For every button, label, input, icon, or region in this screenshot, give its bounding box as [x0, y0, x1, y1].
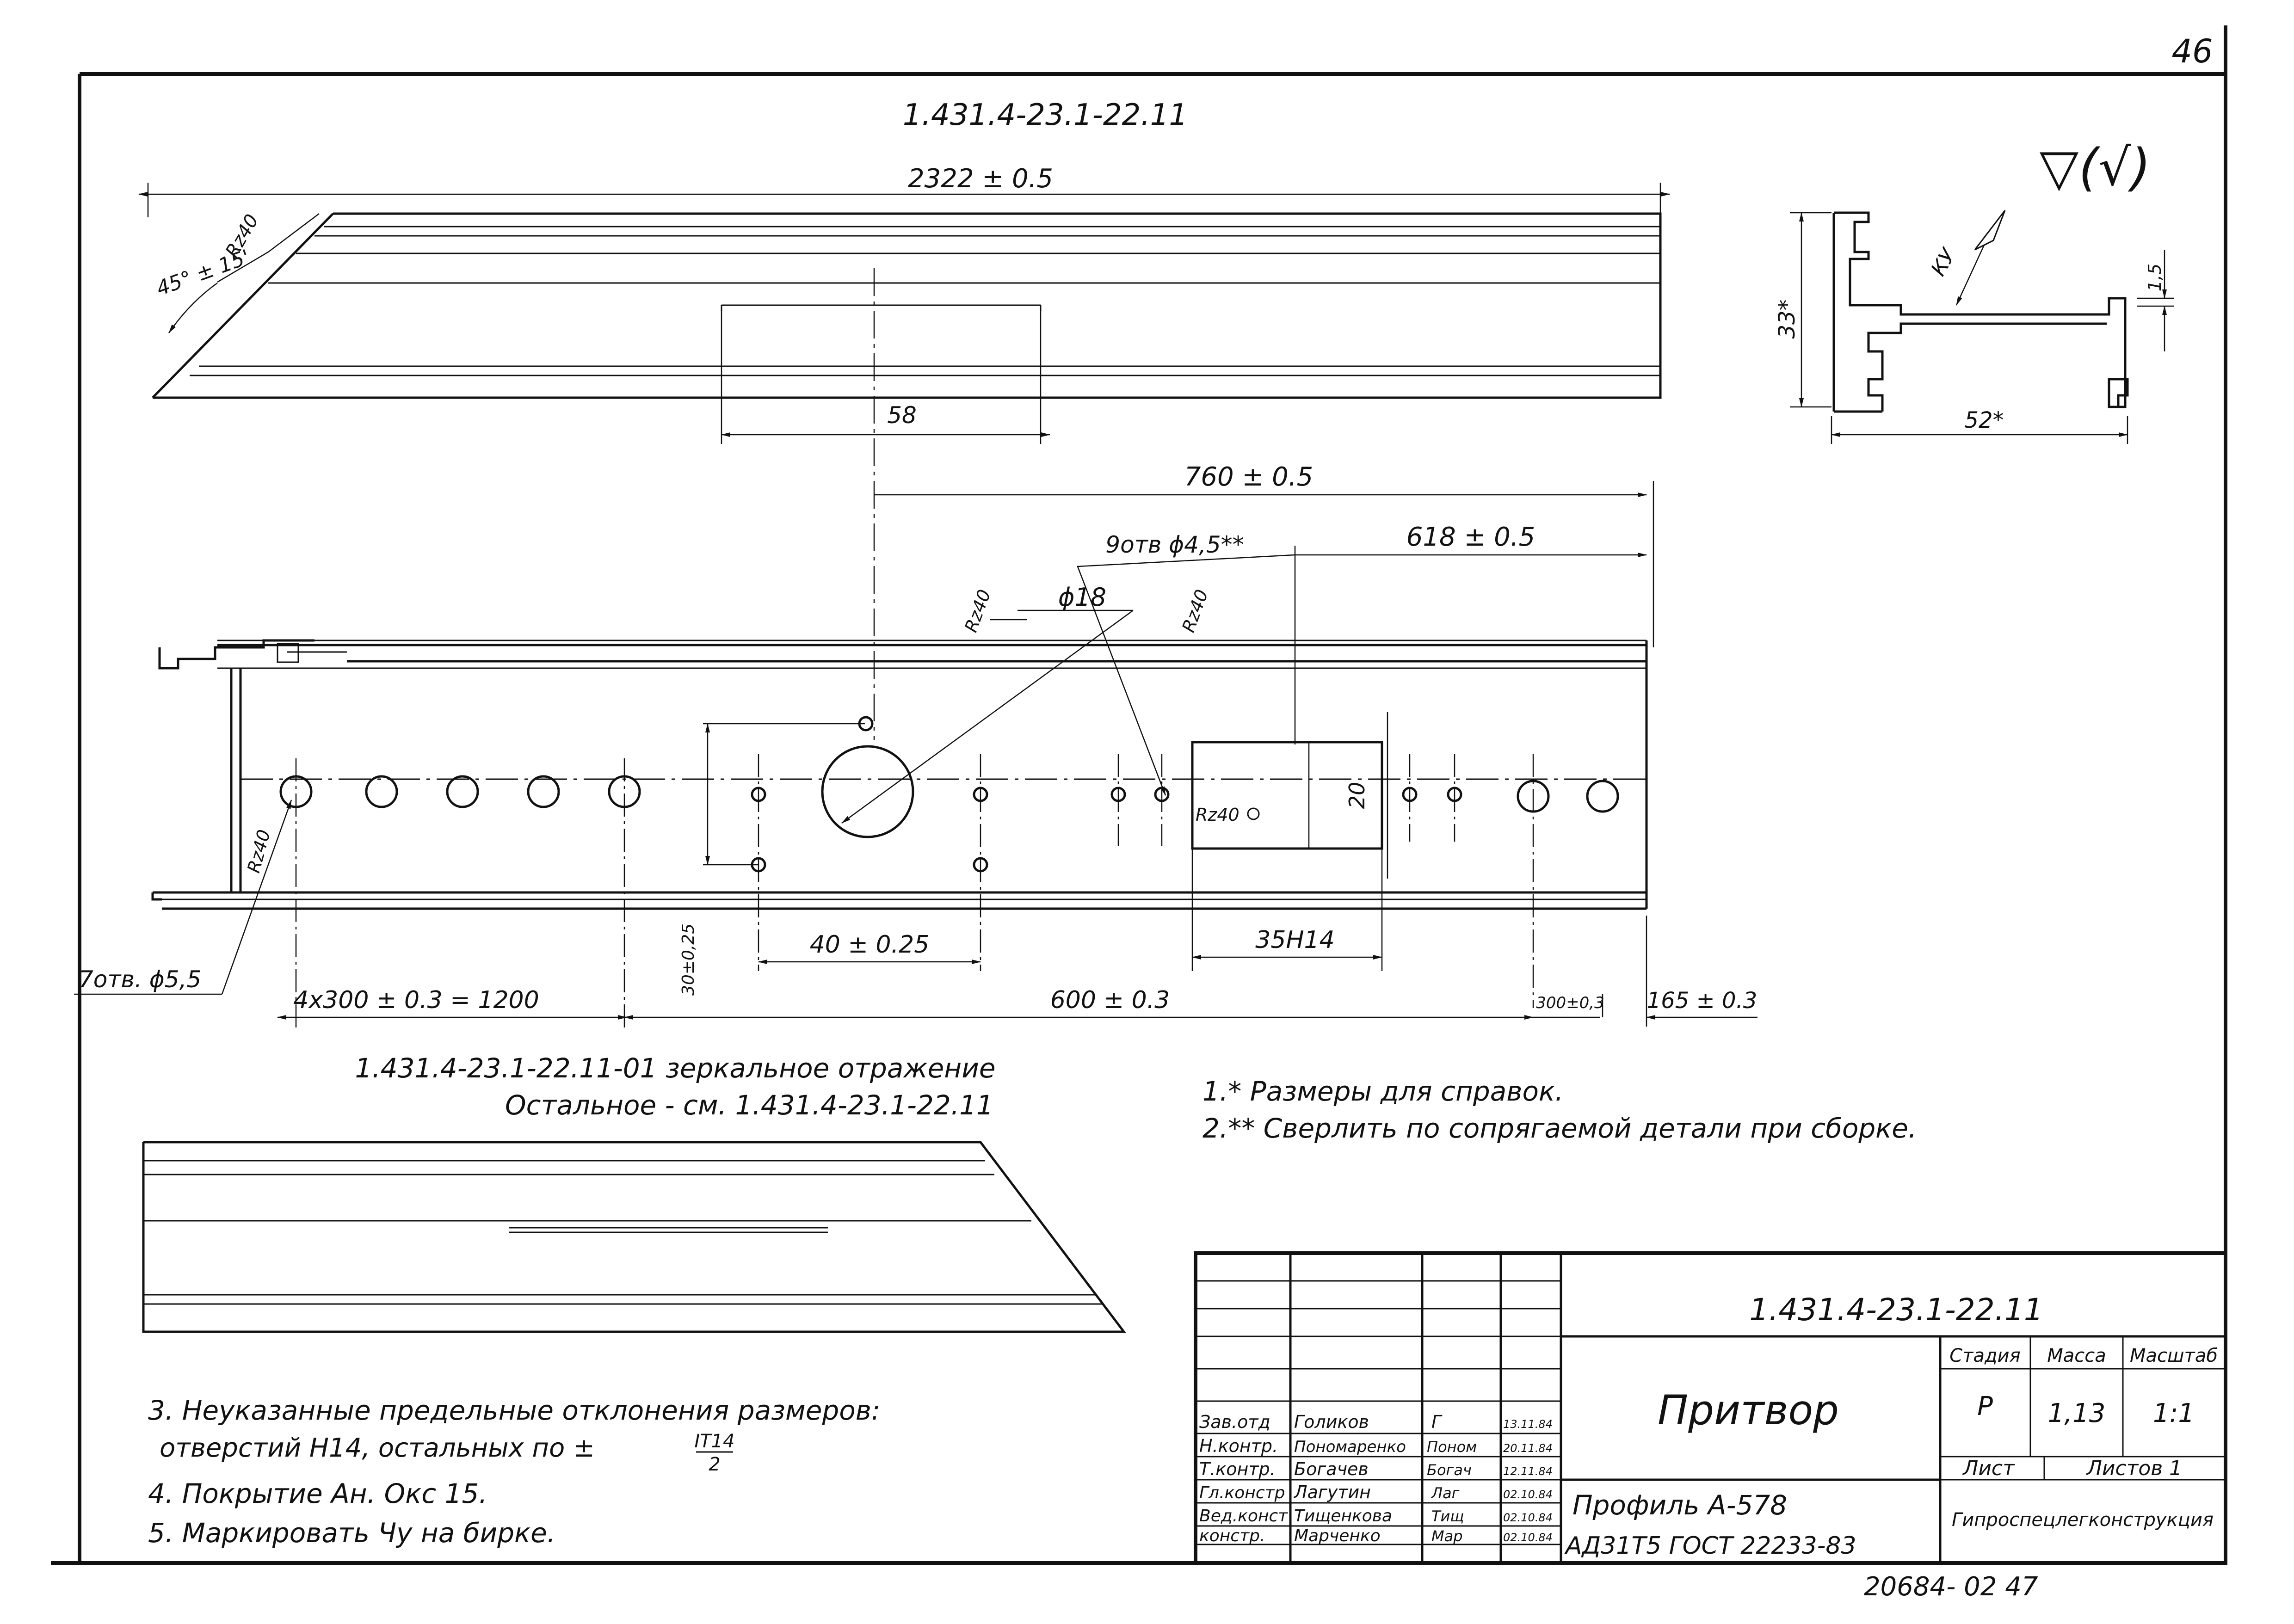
material-spec: АД31Т5 ГОСТ 22233-83 [1564, 1532, 1856, 1560]
stage-header: Стадия [1949, 1345, 2020, 1366]
mass-header: Масса [2047, 1345, 2106, 1366]
archive-code: 20684- 02 47 [1864, 1572, 2038, 1602]
scale-header: Масштаб [2130, 1345, 2218, 1366]
main-view [74, 481, 1758, 1031]
doc-number: 1.431.4-23.1-22.11 [1749, 1292, 2043, 1328]
staff-name: Пономаренко [1294, 1438, 1406, 1456]
staff-rows: Зав.отд Голиков Г 13.11.84 Н.контр. Поно… [1199, 1412, 1553, 1545]
mirror-view [142, 1141, 1127, 1333]
staff-signature: Г [1431, 1412, 1443, 1432]
staff-name: Марченко [1294, 1526, 1381, 1545]
staff-date: 12.11.84 [1503, 1465, 1553, 1478]
staff-name: Голиков [1294, 1412, 1369, 1432]
dim-600: 600 ± 0.3 [1050, 986, 1170, 1014]
staff-role: Зав.отд [1199, 1412, 1270, 1432]
hole-d5-5 [446, 775, 479, 808]
rz-c: Rz40 [1196, 805, 1240, 825]
stage-value: Р [1977, 1391, 1993, 1421]
mass-value: 1,13 [2048, 1398, 2106, 1428]
dim-40: 40 ± 0.25 [810, 931, 930, 959]
note-5: 5. Маркировать Чу на бирке. [148, 1517, 555, 1549]
rest-note: Остальное - см. 1.431.4-23.1-22.11 [505, 1089, 993, 1121]
note-3-frac-num: IT14 [694, 1431, 734, 1452]
hole-d5-5 [365, 775, 398, 808]
rz-d: Rz40 [243, 827, 274, 875]
staff-role: Гл.констр [1199, 1483, 1285, 1502]
section-height: 33* [1774, 299, 1800, 338]
product-name: Притвор [1658, 1386, 1839, 1434]
scale-value: 1:1 [2153, 1398, 2195, 1428]
staff-signature: Поном [1427, 1438, 1477, 1456]
section-ku: КУ [1926, 244, 1961, 280]
staff-name: Тищенкова [1294, 1507, 1392, 1526]
dim-35h14: 35H14 [1255, 926, 1334, 954]
mirror-note: 1.431.4-23.1-22.11-01 зеркальное отражен… [355, 1052, 995, 1084]
dim-618: 618 ± 0.5 [1406, 522, 1535, 552]
staff-role: Вед.конст [1199, 1507, 1288, 1526]
note-1: 1.* Размеры для справок. [1202, 1076, 1563, 1107]
roughness-symbol: ▽(√) [2040, 138, 2151, 197]
sheets-header: Листов 1 [2086, 1457, 2182, 1480]
section-thickness: 1,5 [2145, 264, 2165, 291]
section-width: 52* [1964, 407, 2004, 433]
staff-role: констр. [1199, 1526, 1265, 1545]
dim-760: 760 ± 0.5 [1184, 462, 1313, 492]
note-4: 4. Покрытие Ан. Окс 15. [148, 1478, 487, 1509]
sheet-header: Лист [1962, 1457, 2015, 1480]
staff-date: 20.11.84 [1503, 1442, 1553, 1455]
dim-d18: ϕ18 [1058, 583, 1106, 612]
rz-a: Rz40 [961, 587, 995, 635]
dim-58: 58 [887, 402, 917, 429]
staff-role: Т.контр. [1199, 1459, 1276, 1479]
staff-date: 13.11.84 [1503, 1418, 1553, 1431]
section-view [1790, 210, 2174, 444]
dim-165: 165 ± 0.3 [1647, 988, 1758, 1014]
staff-signature: Лаг [1431, 1484, 1460, 1502]
rz-b: Rz40 [1178, 587, 1212, 635]
hole-d5-5 [1586, 780, 1619, 813]
slot-35h14 [1191, 741, 1383, 850]
staff-role: Н.контр. [1199, 1436, 1278, 1456]
holes-9-label: 9отв ϕ4,5** [1105, 531, 1244, 558]
staff-date: 02.10.84 [1503, 1488, 1553, 1501]
dim-30-vertical: 30±0,25 [679, 923, 698, 996]
page-number: 46 [2171, 32, 2213, 70]
staff-date: 02.10.84 [1503, 1511, 1553, 1524]
title-block [1194, 1251, 2227, 1565]
holes-7-label: 7отв. ϕ5,5 [79, 966, 201, 993]
note-3-frac-den: 2 [709, 1454, 720, 1475]
staff-signature: Тищ [1431, 1507, 1464, 1525]
hole-d5-5 [527, 775, 560, 808]
profile-name: Профиль А-578 [1572, 1489, 1787, 1521]
staff-name: Лагутин [1293, 1482, 1371, 1502]
dim-length: 2322 ± 0.5 [908, 164, 1053, 194]
note-3: 3. Неуказанные предельные отклонения раз… [148, 1395, 880, 1426]
hole-d18 [821, 745, 914, 838]
dim-20: 20 [1344, 782, 1369, 809]
staff-signature: Богач [1427, 1461, 1472, 1479]
drawing-title: 1.431.4-23.1-22.11 [903, 98, 1188, 132]
note-3-line2: отверстий Н14, остальных по ± [160, 1433, 595, 1463]
top-view [138, 183, 1670, 740]
note-2: 2.** Сверлить по сопрягаемой детали при … [1202, 1113, 1917, 1144]
staff-signature: Мар [1431, 1527, 1463, 1545]
organization: Гипроспецлегконструкция [1952, 1509, 2214, 1531]
staff-date: 02.10.84 [1503, 1531, 1553, 1544]
dim-1200: 4x300 ± 0.3 = 1200 [293, 986, 539, 1014]
dim-300: 300±0,3 [1536, 994, 1604, 1012]
rz-top: Rz40 [222, 211, 263, 261]
staff-name: Богачев [1294, 1459, 1369, 1479]
